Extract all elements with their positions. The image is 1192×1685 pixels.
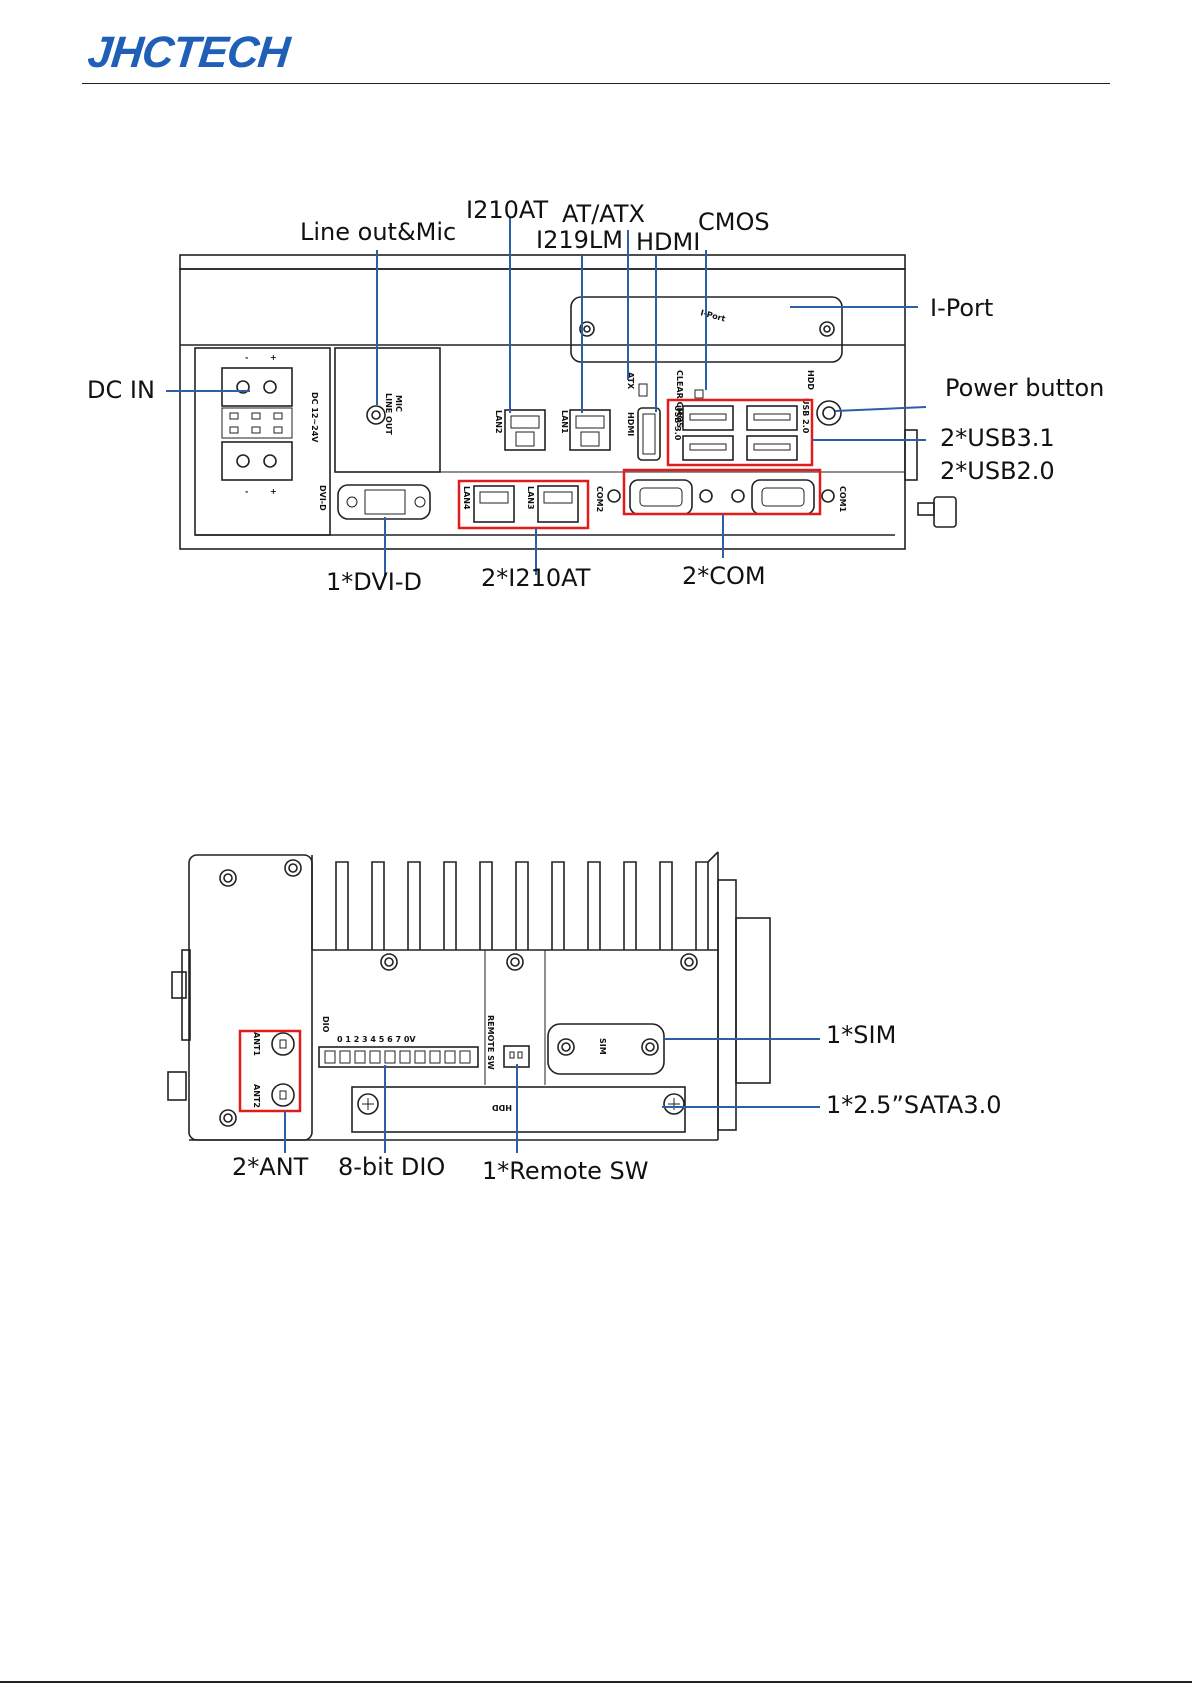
sim-silkscreen: SIM	[598, 1038, 607, 1055]
com2-port	[629, 479, 693, 515]
callout-cmos: CMOS	[698, 208, 770, 236]
lan4-port	[473, 485, 515, 523]
ant2-connector	[271, 1083, 295, 1107]
side-panel-drawing: ANT1 ANT2 DIO 0 1 2 3 4 5 6 7 0V REMOTE …	[167, 851, 771, 1141]
front-leader-lines	[166, 217, 927, 575]
lan2-port	[504, 409, 546, 451]
dio-connector	[318, 1046, 479, 1068]
dio-pin-numbers: 0 1 2 3 4 5 6 7 0V	[337, 1035, 416, 1044]
callout-sata: 1*2.5”SATA3.0	[826, 1091, 1002, 1119]
footer-divider	[0, 1681, 1192, 1683]
hdmi-port	[637, 407, 661, 461]
lan3-silkscreen: LAN3	[526, 486, 535, 510]
hdmi-silkscreen: HDMI	[626, 412, 635, 436]
hdd-bay	[351, 1086, 686, 1133]
dc-minus-label-top: -	[245, 353, 248, 362]
com-highlight-box	[622, 468, 822, 516]
header-divider	[82, 83, 1110, 84]
front-panel-drawing: - + - + DC 12~24V MIC LINE OUT I-Port LA…	[179, 254, 957, 550]
dio-pins	[324, 1050, 471, 1064]
sim-slot-cover	[547, 1023, 665, 1075]
atx-silkscreen: ATX	[626, 372, 635, 390]
callout-ant: 2*ANT	[232, 1153, 309, 1181]
callout-hdmi: HDMI	[636, 228, 700, 256]
lan3-port	[537, 485, 579, 523]
com1-port	[751, 479, 815, 515]
hdd-silkscreen: HDD	[492, 1103, 512, 1112]
callout-i-port: I-Port	[930, 294, 993, 322]
com1-silkscreen: COM1	[838, 486, 847, 513]
dc-voltage-silkscreen: DC 12~24V	[310, 392, 319, 443]
usb30-silkscreen: USB 3.0	[673, 405, 682, 441]
ant1-connector	[271, 1032, 295, 1056]
ant-highlight-box	[238, 1029, 302, 1113]
lan1-silkscreen: LAN1	[560, 410, 569, 434]
usb20-port-1	[746, 405, 798, 431]
callout-power-button: Power button	[945, 374, 1104, 402]
side-leader-lines	[284, 1038, 820, 1153]
usb20-silkscreen: USB 2.0	[801, 398, 810, 434]
callout-at-atx: AT/ATX	[562, 200, 645, 228]
callout-sim: 1*SIM	[826, 1021, 896, 1049]
heatsink-fins	[335, 861, 709, 950]
callout-usb31: 2*USB3.1	[940, 424, 1055, 452]
callout-i210at: I210AT	[466, 196, 548, 224]
audio-jack	[366, 405, 386, 425]
callout-i219lm: I219LM	[536, 226, 623, 254]
dvi-d-silkscreen: DVI-D	[318, 485, 327, 511]
power-button	[816, 400, 842, 426]
callout-remote-sw: 1*Remote SW	[482, 1157, 648, 1185]
ant2-silkscreen: ANT2	[252, 1084, 261, 1108]
callout-line-out-mic: Line out&Mic	[300, 218, 456, 246]
lan2-silkscreen: LAN2	[494, 410, 503, 434]
lan4-silkscreen: LAN4	[462, 486, 471, 510]
lan-highlight-box	[457, 479, 590, 530]
callout-dvi-d: 1*DVI-D	[326, 568, 422, 596]
lan1-port	[569, 409, 611, 451]
usb20-port-2	[746, 435, 798, 461]
usb31-port-2	[682, 435, 734, 461]
callout-usb20: 2*USB2.0	[940, 457, 1055, 485]
dc-plus-label-bottom: +	[270, 487, 277, 496]
remote-sw-silkscreen: REMOTE SW	[486, 1015, 495, 1070]
callout-com: 2*COM	[682, 562, 766, 590]
usb31-port-1	[682, 405, 734, 431]
dio-silkscreen: DIO	[321, 1016, 330, 1033]
callout-i210at-2: 2*I210AT	[481, 564, 591, 592]
dc-terminal-top	[221, 367, 293, 407]
dc-plus-label-top: +	[270, 353, 277, 362]
callout-dio: 8-bit DIO	[338, 1153, 445, 1181]
ant1-silkscreen: ANT1	[252, 1032, 261, 1056]
remote-sw-connector	[503, 1045, 530, 1068]
dc-minus-label-bottom: -	[245, 487, 248, 496]
com2-silkscreen: COM2	[595, 486, 604, 512]
line-out-silkscreen: LINE OUT	[384, 393, 393, 435]
dc-terminal-bottom	[221, 441, 293, 481]
usb-highlight-box	[666, 398, 814, 467]
hdd-led-silkscreen: HDD	[806, 370, 815, 390]
callout-dc-in: DC IN	[87, 376, 155, 404]
mic-silkscreen: MIC	[394, 395, 403, 412]
i-port-silkscreen: I-Port	[699, 308, 726, 323]
